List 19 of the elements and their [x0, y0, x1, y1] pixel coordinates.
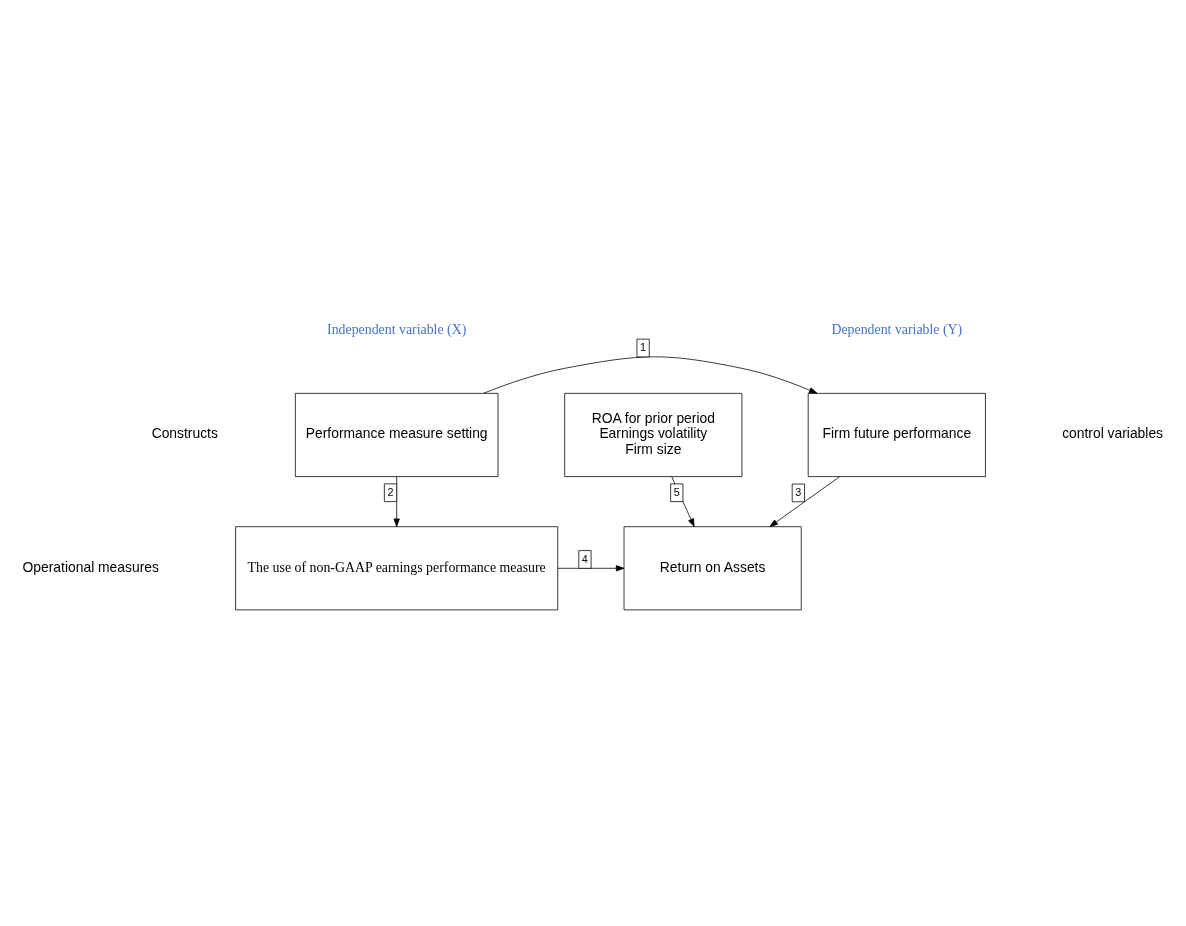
- arrow: [769, 475, 840, 527]
- label: control variables: [1062, 424, 1164, 441]
- edge-label: 5: [673, 485, 680, 498]
- node-box: Return on Assets: [623, 525, 802, 610]
- node-box: Firm future performance: [807, 392, 986, 477]
- node-box: ROA for prior period Earnings volatility Firm size: [564, 392, 743, 477]
- edge-label: 1: [640, 340, 647, 353]
- label: Dependent variable (Y): [831, 321, 963, 337]
- edge-label: 2: [387, 485, 394, 498]
- arrow: [557, 564, 625, 571]
- label: Operational measures: [22, 558, 159, 575]
- edge-label: 4: [581, 552, 588, 565]
- node-box: The use of non-GAAP earnings performance measure: [235, 525, 559, 610]
- arrow: [483, 355, 818, 394]
- node-box: Performance measure setting: [294, 392, 499, 477]
- label: Independent variable (X): [327, 321, 467, 337]
- arrow: [393, 475, 400, 527]
- edge-label: 3: [795, 485, 802, 498]
- label: Constructs: [151, 424, 218, 441]
